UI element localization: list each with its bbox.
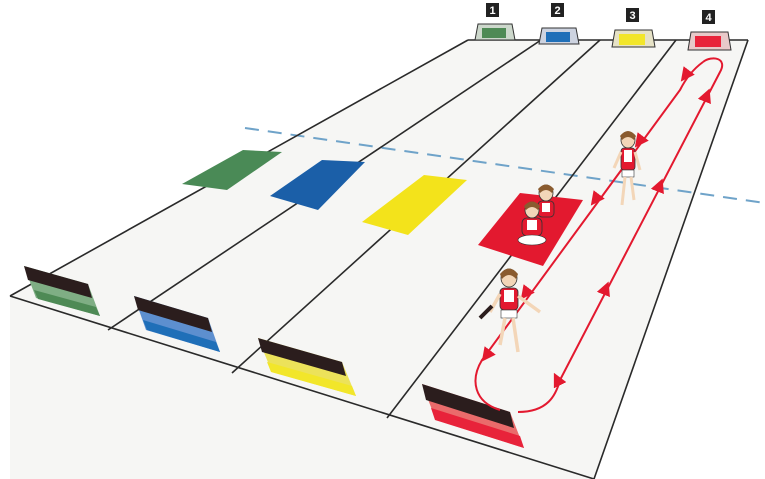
start-line <box>9 295 595 479</box>
lane-number-2: 2 <box>554 5 560 17</box>
arrow-icon <box>650 178 664 195</box>
lane-marker-2: 2 <box>538 3 580 45</box>
arrow-icon <box>596 281 610 298</box>
field-surface <box>10 40 748 479</box>
mat-lane-2 <box>270 160 365 210</box>
child-seated-icon <box>517 201 547 246</box>
arrow-icon <box>697 88 711 105</box>
lane-marker-1: 1 <box>474 3 516 41</box>
route-arrows <box>481 66 711 389</box>
start-board-3 <box>258 338 356 396</box>
start-board-4 <box>422 384 524 448</box>
arrow-icon <box>481 346 496 362</box>
child-runner-icon <box>612 131 642 206</box>
start-board-2 <box>134 296 220 352</box>
arrow-icon <box>520 284 535 300</box>
mat-lane-1 <box>182 150 282 190</box>
arrow-icon <box>680 66 695 82</box>
lane-marker-3: 3 <box>611 8 656 48</box>
lane-number-3: 3 <box>629 10 635 22</box>
start-board-1 <box>24 266 100 316</box>
lane-number-1: 1 <box>489 5 495 17</box>
child-runner-icon <box>478 268 542 353</box>
lane-line-4 <box>593 39 749 479</box>
arrow-icon <box>553 372 567 389</box>
mat-lane-3 <box>362 175 467 235</box>
dashed-zone-line <box>244 127 765 204</box>
lane-marker-4: 4 <box>687 10 732 51</box>
arrow-icon <box>590 190 605 206</box>
baton-icon <box>478 304 494 320</box>
child-seated-icon <box>537 184 555 218</box>
lane-number-4: 4 <box>705 12 712 24</box>
arrow-icon <box>634 132 649 148</box>
